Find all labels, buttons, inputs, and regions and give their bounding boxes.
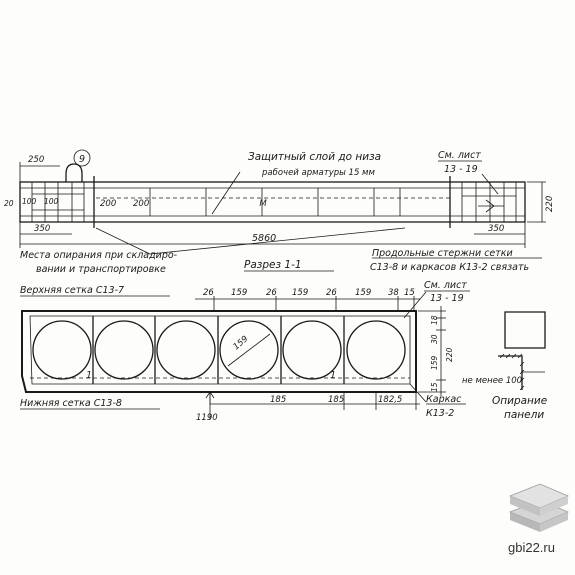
svg-text:15: 15 <box>404 288 415 298</box>
svg-text:15: 15 <box>430 382 439 392</box>
svg-text:13 - 19: 13 - 19 <box>430 293 464 304</box>
svg-text:350: 350 <box>488 224 504 234</box>
section-bottom-dims: 1190 185 185 182,5 <box>196 392 420 423</box>
lower-mesh-label: Нижняя сетка С13-8 <box>20 398 122 409</box>
svg-text:185: 185 <box>270 395 286 405</box>
svg-text:38: 38 <box>388 288 399 298</box>
svg-text:1190: 1190 <box>196 413 218 423</box>
dim-350-right: 350 <box>474 224 525 235</box>
support-caption-1: Опирание <box>492 395 547 407</box>
center-mark: М <box>259 199 267 209</box>
diameter-line <box>227 333 271 367</box>
svg-text:159: 159 <box>430 355 439 370</box>
svg-text:См. лист: См. лист <box>438 150 481 161</box>
elevation-stirrups <box>149 188 401 216</box>
svg-text:26: 26 <box>326 288 337 298</box>
svg-text:5860: 5860 <box>252 233 276 244</box>
section-outline <box>21 310 417 393</box>
support-caption-2: панели <box>504 409 544 421</box>
svg-text:220: 220 <box>445 347 454 362</box>
section-top-dims: 26 159 26 159 26 159 38 15 <box>195 288 420 312</box>
support-ledge <box>498 355 523 390</box>
dim-220-elevation: 220 <box>527 181 555 223</box>
void-circle <box>346 320 406 380</box>
longitudinal-rods-note: Продольные стержни сетки С13-8 и каркасо… <box>370 248 542 273</box>
panel-elevation: 9 М 250 20 100 100 200 200 350 350 <box>4 149 555 275</box>
svg-text:26: 26 <box>203 288 214 298</box>
callout-number: 9 <box>79 154 85 165</box>
svg-text:350: 350 <box>34 224 50 234</box>
support-places-note: Места опирания при складиро- вании и тра… <box>20 227 406 275</box>
dim-100-a: 100 <box>22 197 37 206</box>
dim-200-a: 200 <box>100 199 116 209</box>
svg-text:См. лист: См. лист <box>424 280 467 291</box>
void-circle <box>156 320 216 380</box>
dim-5860: 5860 <box>19 222 526 248</box>
elevation-outline <box>19 181 526 223</box>
elevation-right-cage <box>449 176 517 228</box>
see-sheet-note-top: См. лист 13 - 19 <box>438 150 499 195</box>
section-right-dims: 18 30 159 220 15 <box>418 306 454 396</box>
site-watermark: gbi22.ru <box>508 540 555 555</box>
see-sheet-note-section: См. лист 13 - 19 <box>403 280 470 319</box>
void-circle <box>219 320 279 380</box>
svg-text:30: 30 <box>430 334 439 344</box>
svg-text:К13-2: К13-2 <box>426 408 454 419</box>
svg-text:185: 185 <box>328 395 344 405</box>
section-1-1: Разрез 1-1 Верхняя сетка С13-7 26 159 26… <box>20 259 470 423</box>
dim-100-b: 100 <box>44 197 59 206</box>
diameter-label: 159 <box>232 334 251 352</box>
svg-text:Защитный слой до низа: Защитный слой до низа <box>248 151 381 163</box>
frame-k13-2-label: Каркас К13-2 <box>409 383 466 419</box>
support-detail: не менее 100 Опирание панели <box>462 311 547 421</box>
dim-200-b: 200 <box>133 199 149 209</box>
section-voids <box>32 320 406 380</box>
void-circle <box>94 320 154 380</box>
svg-text:18: 18 <box>430 315 439 325</box>
svg-text:13 - 19: 13 - 19 <box>444 164 478 175</box>
void-circle <box>282 320 342 380</box>
lifting-loop <box>65 163 83 182</box>
dim-20: 20 <box>4 199 14 208</box>
callout-9: 9 <box>73 149 91 167</box>
svg-text:159: 159 <box>231 288 247 298</box>
svg-text:182,5: 182,5 <box>378 395 402 405</box>
panel-end <box>504 311 546 349</box>
min-bearing-label: не менее 100 <box>462 376 522 386</box>
svg-text:С13-8 и каркасов К13-2 связат: С13-8 и каркасов К13-2 связать <box>370 262 529 273</box>
svg-text:рабочей арматуры 15 мм: рабочей арматуры 15 мм <box>261 168 375 178</box>
dim-250: 250 <box>19 155 60 182</box>
void-circle <box>32 320 92 380</box>
svg-text:26: 26 <box>266 288 277 298</box>
section-title: Разрез 1-1 <box>244 259 302 271</box>
section-mark-left: 1 <box>86 370 92 381</box>
svg-text:Продольные стержни сетки: Продольные стержни сетки <box>372 248 513 259</box>
svg-text:220: 220 <box>545 196 555 212</box>
upper-mesh-label: Верхняя сетка С13-7 <box>20 285 124 296</box>
svg-text:Места опирания при складиро-: Места опирания при складиро- <box>20 250 178 261</box>
svg-text:Каркас: Каркас <box>426 394 462 405</box>
protective-layer-note: Защитный слой до низа рабочей арматуры 1… <box>211 151 381 215</box>
section-mark-right: 1 <box>330 370 336 381</box>
site-logo <box>508 483 570 532</box>
svg-text:159: 159 <box>355 288 371 298</box>
svg-text:250: 250 <box>28 155 44 165</box>
dim-350-left: 350 <box>20 224 72 235</box>
svg-text:вании и транспортировке: вании и транспортировке <box>36 264 166 275</box>
section-frames <box>92 316 345 384</box>
svg-text:159: 159 <box>292 288 308 298</box>
elevation-left-cage <box>31 176 95 228</box>
